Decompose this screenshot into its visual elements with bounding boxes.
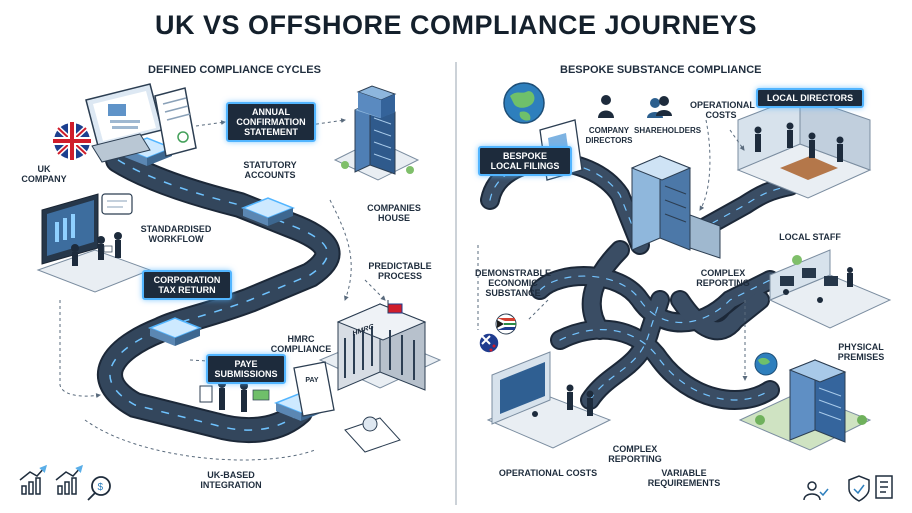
magnifier-dollar-icon: $	[87, 476, 111, 501]
local-directors-office	[736, 95, 872, 199]
shareholders-label: SHAREHOLDERS	[634, 126, 702, 135]
operational-costs-bottom-label: OPERATIONAL COSTS	[498, 468, 598, 478]
svg-text:$: $	[98, 482, 104, 493]
left-connectors	[59, 118, 386, 461]
local-staff-office	[768, 249, 892, 329]
page-title: UK VS OFFSHORE COMPLIANCE JOURNEYS	[154, 10, 758, 40]
pad-statutory	[240, 197, 296, 226]
pay-document	[293, 361, 335, 417]
complex-reporting-bottom-label: COMPLEX REPORTING	[608, 444, 662, 464]
bespoke-local-filings-box: BESPOKE LOCAL FILINGS	[478, 146, 572, 176]
document-icon	[875, 475, 893, 499]
physical-premises-label: PHYSICAL PREMISES	[837, 342, 885, 362]
corporation-tax-box: CORPORATION TAX RETURN	[142, 270, 232, 300]
pay-doc-text: PAY	[305, 377, 319, 384]
new-zealand-flag-icon	[478, 332, 500, 354]
pad-corporation	[147, 317, 203, 346]
tax-documents	[344, 416, 401, 453]
uk-company-label: UK COMPANY	[21, 164, 67, 184]
local-directors-box: LOCAL DIRECTORS	[756, 88, 864, 108]
person-check-icon	[803, 481, 829, 501]
company-directors-label: COMPANY DIRECTORS	[585, 126, 633, 145]
paye-box: PAYE SUBMISSIONS	[206, 354, 286, 384]
annual-document	[154, 87, 197, 157]
local-staff-label: LOCAL STAFF	[779, 232, 841, 242]
paye-people	[199, 380, 270, 412]
right-heading: BESPOKE SUBSTANCE COMPLIANCE	[560, 64, 762, 76]
south-africa-flag-icon	[495, 313, 517, 335]
bar-chart-icon-2	[55, 464, 84, 495]
left-compliance-road	[97, 147, 341, 444]
uk-company-monitor	[85, 83, 163, 163]
operational-costs-office	[486, 351, 612, 449]
physical-premises-building	[738, 359, 872, 451]
globe-icon	[503, 82, 545, 124]
left-heading: DEFINED COMPLIANCE CYCLES	[148, 64, 321, 76]
central-tower	[630, 155, 692, 251]
companies-house-label: COMPANIES HOUSE	[367, 203, 421, 223]
right-connectors	[477, 119, 748, 381]
directors-icons	[598, 95, 614, 118]
predictable-process-label: PREDICTABLE PROCESS	[368, 261, 432, 281]
demonstrable-substance-label: DEMONSTRABLE ECONOMIC SUBSTANCE	[475, 268, 551, 298]
bar-chart-icon	[19, 464, 48, 495]
variable-requirements-label: VARIABLE REQUIREMENTS	[647, 468, 721, 488]
uk-based-integration-label: UK-BASED INTEGRATION	[200, 470, 262, 490]
complex-reporting-mid-label: COMPLEX REPORTING	[696, 268, 750, 288]
companies-house-building	[333, 85, 420, 181]
operational-costs-top-label: OPERATIONAL COSTS	[690, 100, 755, 120]
tunnel	[689, 214, 721, 259]
standardised-workflow-office	[36, 193, 152, 293]
chat-bubble	[101, 193, 133, 215]
hmrc-building	[318, 300, 442, 391]
shareholders-icons	[647, 96, 672, 118]
hmrc-compliance-label: HMRC COMPLIANCE	[270, 334, 332, 354]
statutory-accounts-label: STATUTORY ACCOUNTS	[243, 160, 297, 180]
uk-flag-icon	[52, 121, 92, 161]
shield-check-icon	[848, 475, 870, 502]
globe-small-icon	[754, 352, 778, 376]
standardised-workflow-label: STANDARDISED WORKFLOW	[140, 224, 212, 244]
annual-confirmation-box: ANNUAL CONFIRMATION STATEMENT	[226, 102, 316, 142]
